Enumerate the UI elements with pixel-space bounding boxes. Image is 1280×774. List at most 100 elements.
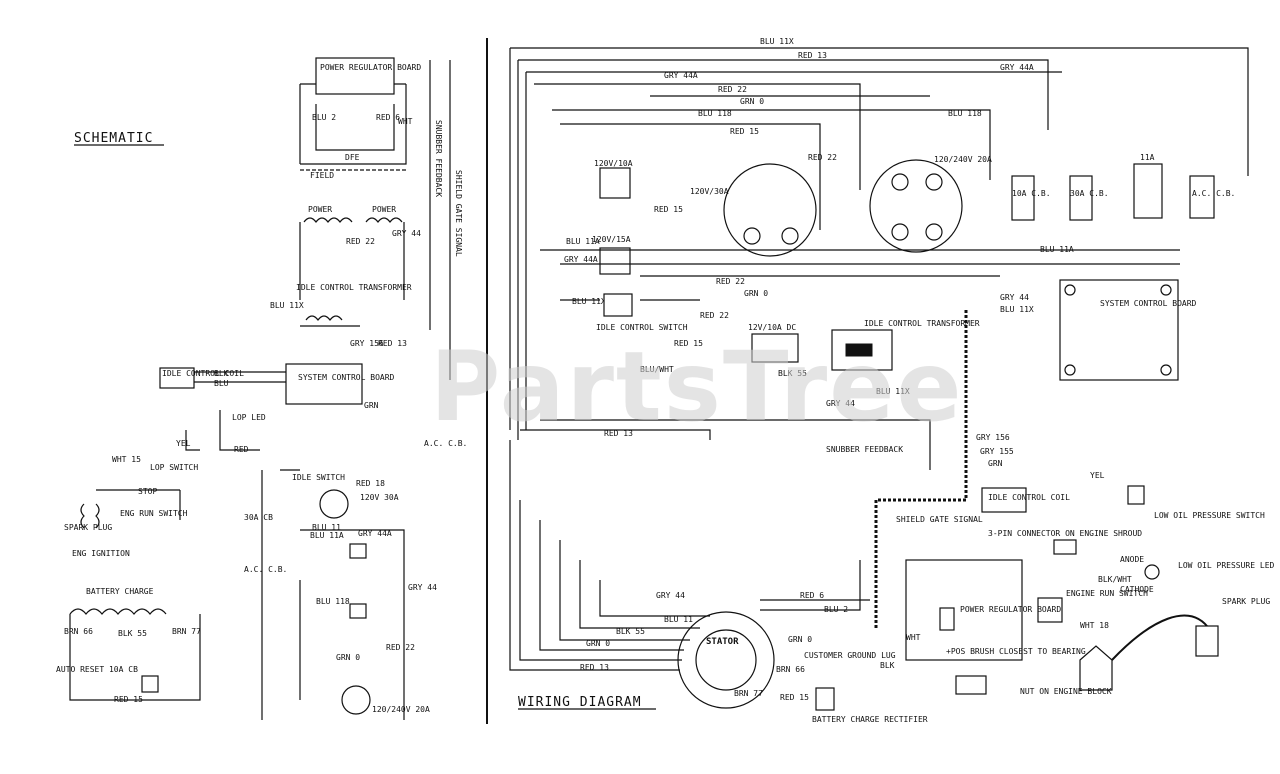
nut-on-engine-block-label: NUT ON ENGINE BLOCK <box>1020 687 1112 696</box>
wire-grn-0: GRN 0 <box>740 97 764 106</box>
wire-brn-77: BRN 77 <box>734 689 763 698</box>
idle-control-coil-schematic-label: IDLE CONTROL COIL <box>162 369 244 378</box>
receptacle-120-240v <box>869 159 963 253</box>
rec-120v-30a-label: 120V/30A <box>690 187 729 196</box>
lop-switch-label: LOP SWITCH <box>150 463 198 472</box>
wire-red-13-s: RED 13 <box>580 663 609 672</box>
rectifier-schematic <box>141 675 159 693</box>
system-control-board-schematic-label: SYSTEM CONTROL BOARD <box>298 373 395 382</box>
wire-gry-44-r: GRY 44 <box>1000 293 1029 302</box>
shield-gate-signal-label: SHIELD GATE SIGNAL <box>454 170 463 257</box>
wire-blk-55-s: BLK 55 <box>118 629 147 638</box>
stop-label: STOP <box>138 487 157 496</box>
cb-10a-label: 10A C.B. <box>1012 189 1051 198</box>
wire-red-22-c: RED 22 <box>716 277 745 286</box>
wire-yel: YEL <box>1090 471 1105 480</box>
wire-red-6-s: RED 6 <box>376 113 400 122</box>
wire-red-s: RED <box>234 445 249 454</box>
system-control-board-label: SYSTEM CONTROL BOARD <box>1100 299 1197 308</box>
rec-120v-30a-schematic-label: 120V 30A <box>360 493 399 502</box>
customer-ground-lug-label: CUSTOMER GROUND LUG <box>804 651 896 660</box>
idle-control-coil <box>981 487 1027 513</box>
schematic-panel: SCHEMATIC POWER REGULATOR BOARD DFE FIEL… <box>56 57 467 720</box>
wire-blu-s: BLU <box>214 379 229 388</box>
power-right-label: POWER <box>372 205 396 214</box>
wire-blu-118: BLU 118 <box>698 109 732 118</box>
wire-red-22: RED 22 <box>718 85 747 94</box>
spark-plug-label-schematic: SPARK PLUG <box>64 523 112 532</box>
low-oil-pressure-switch <box>1127 485 1145 505</box>
power-regulator-board-label: POWER REGULATOR BOARD <box>960 605 1061 614</box>
wire-yel-s: YEL <box>176 439 191 448</box>
wire-grn-0-b: GRN 0 <box>744 289 768 298</box>
dc-12v-10a-label: 12V/10A DC <box>748 323 796 332</box>
wire-gry-44a-l: GRY 44A <box>564 255 598 264</box>
wire-red-13-s: RED 13 <box>378 339 407 348</box>
wire-blu-11x-r: BLU 11X <box>1000 305 1034 314</box>
wire-blk: BLK <box>880 661 895 670</box>
eng-ignition-label: ENG IGNITION <box>72 549 130 558</box>
wire-red-18-s: RED 18 <box>356 479 385 488</box>
wire-blu-11x: BLU 11X <box>572 297 606 306</box>
schematic-title: SCHEMATIC <box>74 131 153 146</box>
wire-grn-0-c: GRN 0 <box>788 635 812 644</box>
snubber-feedback-label: SNUBBER FEEDBACK <box>826 445 903 454</box>
power-regulator-board-schematic <box>315 57 395 95</box>
cathode-label: CATHODE <box>1120 585 1154 594</box>
wiring-panel: BLU 11X RED 13 GRY 44A GRY 44A RED 22 GR… <box>509 37 1275 724</box>
battery-charge-label: BATTERY CHARGE <box>86 587 154 596</box>
ac-cb-schematic-label: A.C. C.B. <box>244 565 287 574</box>
low-oil-pressure-led-label: LOW OIL PRESSURE LED <box>1178 561 1275 570</box>
eng-run-switch-label: ENG RUN SWITCH <box>120 509 188 518</box>
wire-brn-66: BRN 66 <box>776 665 805 674</box>
stator-label: STATOR <box>706 637 739 647</box>
cb-30a <box>1069 175 1093 221</box>
battery-charge-rectifier <box>815 687 835 711</box>
wire-red-22-s: RED 22 <box>346 237 375 246</box>
wire-blu-118-r: BLU 118 <box>948 109 982 118</box>
receptacle-120v-15a <box>599 247 631 275</box>
wire-gry-44: GRY 44 <box>826 399 855 408</box>
wire-blu-2-s: BLU 2 <box>312 113 336 122</box>
idle-control-transformer-schematic-label: IDLE CONTROL TRANSFORMER <box>296 283 412 292</box>
receptacle-12v-10a-dc <box>751 333 799 363</box>
lop-led-label: LOP LED <box>232 413 266 422</box>
wire-red-15-l: RED 15 <box>654 205 683 214</box>
wire-gry-44a: GRY 44A <box>664 71 698 80</box>
cb-30a-schematic-label: 30A CB <box>244 513 273 522</box>
battery-charge-rectifier-label: BATTERY CHARGE RECTIFIER <box>812 715 928 724</box>
ac-cb-right-label: A.C. C.B. <box>424 439 467 448</box>
wire-grn-0-s: GRN 0 <box>336 653 360 662</box>
wire-red-15-s: RED 15 <box>780 693 809 702</box>
cb-10a <box>1011 175 1035 221</box>
power-regulator-board-label: POWER REGULATOR BOARD <box>320 63 421 72</box>
receptacle-120v-10a <box>599 167 631 199</box>
low-oil-pressure-switch-label: LOW OIL PRESSURE SWITCH <box>1154 511 1265 520</box>
wire-blu-11a-l: BLU 11A <box>566 237 600 246</box>
system-control-board-schematic <box>285 363 363 405</box>
wire-red-22-d: RED 22 <box>700 311 729 320</box>
dfe-label: DFE <box>345 153 360 162</box>
wire-wht-18: WHT 18 <box>1080 621 1109 630</box>
wire-wht: WHT <box>906 633 921 642</box>
brush-holder <box>955 675 987 695</box>
engine-run-switch <box>1037 597 1063 623</box>
connector-3pin <box>1053 539 1077 555</box>
wire-blu-wht: BLU/WHT <box>640 365 674 374</box>
rec-120v-15a-label: 120V/15A <box>592 235 631 244</box>
rec-120-240v-schematic-label: 120/240V 20A <box>372 705 430 714</box>
receptacle-120v-30a <box>723 163 817 257</box>
idle-switch-label: IDLE SWITCH <box>292 473 345 482</box>
wire-gry-44-s: GRY 44 <box>656 591 685 600</box>
rec-120v-10a-label: 120V/10A <box>594 159 633 168</box>
wire-gry-156-s: GRY 156 <box>350 339 384 348</box>
shield-gate-signal-label: SHIELD GATE SIGNAL <box>896 515 983 524</box>
wire-blk-s: BLK <box>214 369 229 378</box>
field-label: FIELD <box>310 171 334 180</box>
wire-blu-11-s: BLU 11 <box>312 523 341 532</box>
wire-blu-11: BLU 11 <box>664 615 693 624</box>
pos-brush-label: +POS BRUSH CLOSEST TO BEARING <box>946 647 1086 656</box>
receptacle-stub-b <box>349 603 367 619</box>
ac-cb <box>1189 175 1215 219</box>
